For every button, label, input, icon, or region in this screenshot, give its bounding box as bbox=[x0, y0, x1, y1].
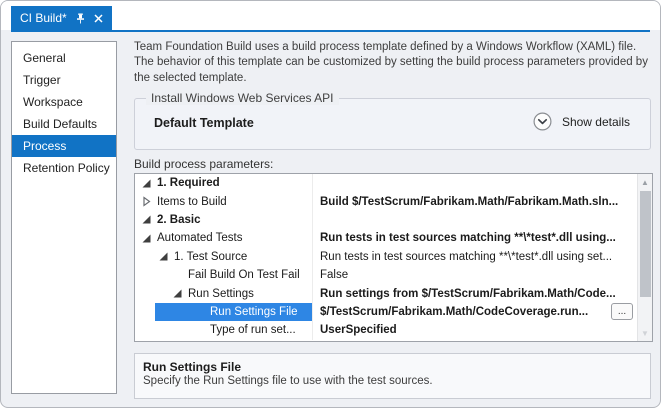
param-value: Run tests in test sources matching **\*t… bbox=[320, 232, 616, 245]
tree-expanded-icon[interactable] bbox=[158, 251, 169, 262]
param-name: 1. Required bbox=[157, 177, 220, 190]
param-row-basic[interactable]: 2. Basic bbox=[135, 210, 637, 230]
parameters-label: Build process parameters: bbox=[134, 157, 274, 171]
param-value: Run settings from $/TestScrum/Fabrikam.M… bbox=[320, 287, 616, 300]
sidebar-item-retention-policy[interactable]: Retention Policy bbox=[23, 161, 110, 175]
param-row-automated-tests[interactable]: Automated Tests Run tests in test source… bbox=[135, 229, 637, 248]
param-name: Items to Build bbox=[157, 195, 227, 208]
param-row-run-settings-file[interactable]: Run Settings File $/TestScrum/Fabrikam.M… bbox=[135, 302, 637, 322]
tab-title: CI Build* bbox=[20, 11, 67, 25]
template-group-box: Install Windows Web Services API Default… bbox=[134, 91, 651, 150]
param-name: Type of run set... bbox=[210, 324, 296, 337]
scroll-down-icon[interactable]: ▼ bbox=[641, 328, 649, 338]
sidebar-item-workspace[interactable]: Workspace bbox=[23, 95, 83, 109]
pin-icon[interactable] bbox=[75, 13, 86, 24]
param-name: Run Settings File bbox=[210, 305, 298, 318]
close-icon[interactable] bbox=[94, 13, 103, 23]
param-name: 2. Basic bbox=[157, 213, 201, 226]
active-tab-underline bbox=[11, 30, 650, 32]
grid-scrollbar[interactable]: ▲ ▼ bbox=[637, 174, 652, 341]
scrollbar-thumb[interactable] bbox=[640, 191, 651, 297]
help-description: Specify the Run Settings file to use wit… bbox=[143, 375, 433, 387]
param-row-type-of-run-settings[interactable]: Type of run set... UserSpecified bbox=[135, 321, 637, 340]
param-value: $/TestScrum/Fabrikam.Math/CodeCoverage.r… bbox=[320, 305, 589, 318]
sidebar-item-trigger[interactable]: Trigger bbox=[23, 73, 61, 87]
param-row-required[interactable]: 1. Required bbox=[135, 174, 637, 193]
tree-expanded-icon[interactable] bbox=[141, 233, 152, 244]
parameter-help-panel: Run Settings File Specify the Run Settin… bbox=[134, 353, 651, 399]
param-value: UserSpecified bbox=[320, 324, 397, 337]
param-row-items-to-build[interactable]: Items to Build Build $/TestScrum/Fabrika… bbox=[135, 192, 637, 211]
param-name: 1. Test Source bbox=[174, 250, 248, 263]
tree-expanded-icon[interactable] bbox=[172, 288, 183, 299]
sidebar-item-process[interactable]: Process bbox=[12, 135, 116, 157]
tab-ci-build[interactable]: CI Build* bbox=[11, 6, 112, 30]
show-details-button[interactable]: Show details bbox=[533, 112, 630, 131]
build-parameters-grid: 1. Required Items to Build Build $/TestS… bbox=[134, 173, 653, 342]
param-row-fail-build-on-test-fail[interactable]: Fail Build On Test Fail False bbox=[135, 265, 637, 285]
param-name: Fail Build On Test Fail bbox=[188, 269, 300, 282]
help-title: Run Settings File bbox=[143, 360, 242, 374]
sidebar-item-build-defaults[interactable]: Build Defaults bbox=[23, 117, 98, 131]
param-name: Automated Tests bbox=[157, 232, 243, 245]
process-description: Team Foundation Build uses a build proce… bbox=[134, 41, 648, 84]
param-value: Build $/TestScrum/Fabrikam.Math/Fabrikam… bbox=[320, 195, 619, 208]
show-details-label: Show details bbox=[561, 114, 630, 129]
template-name: Default Template bbox=[154, 116, 254, 130]
param-value: False bbox=[320, 269, 349, 282]
param-row-run-settings[interactable]: Run Settings Run settings from $/TestScr… bbox=[135, 284, 637, 303]
param-name: Run Settings bbox=[188, 287, 254, 300]
param-value: Run tests in test sources matching **\*t… bbox=[320, 250, 613, 263]
sidebar-item-general[interactable]: General bbox=[23, 51, 66, 65]
scroll-up-icon[interactable]: ▲ bbox=[641, 177, 649, 187]
group-box-legend: Install Windows Web Services API bbox=[146, 91, 339, 105]
tree-expanded-icon[interactable] bbox=[141, 214, 152, 225]
grid-rows: 1. Required Items to Build Build $/TestS… bbox=[135, 174, 637, 341]
chevron-down-icon[interactable] bbox=[533, 112, 552, 131]
tree-collapsed-icon[interactable] bbox=[141, 196, 152, 207]
settings-nav: General Trigger Workspace Build Defaults… bbox=[11, 41, 117, 394]
browse-button[interactable]: ... bbox=[611, 303, 633, 321]
param-row-test-source[interactable]: 1. Test Source Run tests in test sources… bbox=[135, 247, 637, 266]
tree-expanded-icon[interactable] bbox=[141, 178, 152, 189]
